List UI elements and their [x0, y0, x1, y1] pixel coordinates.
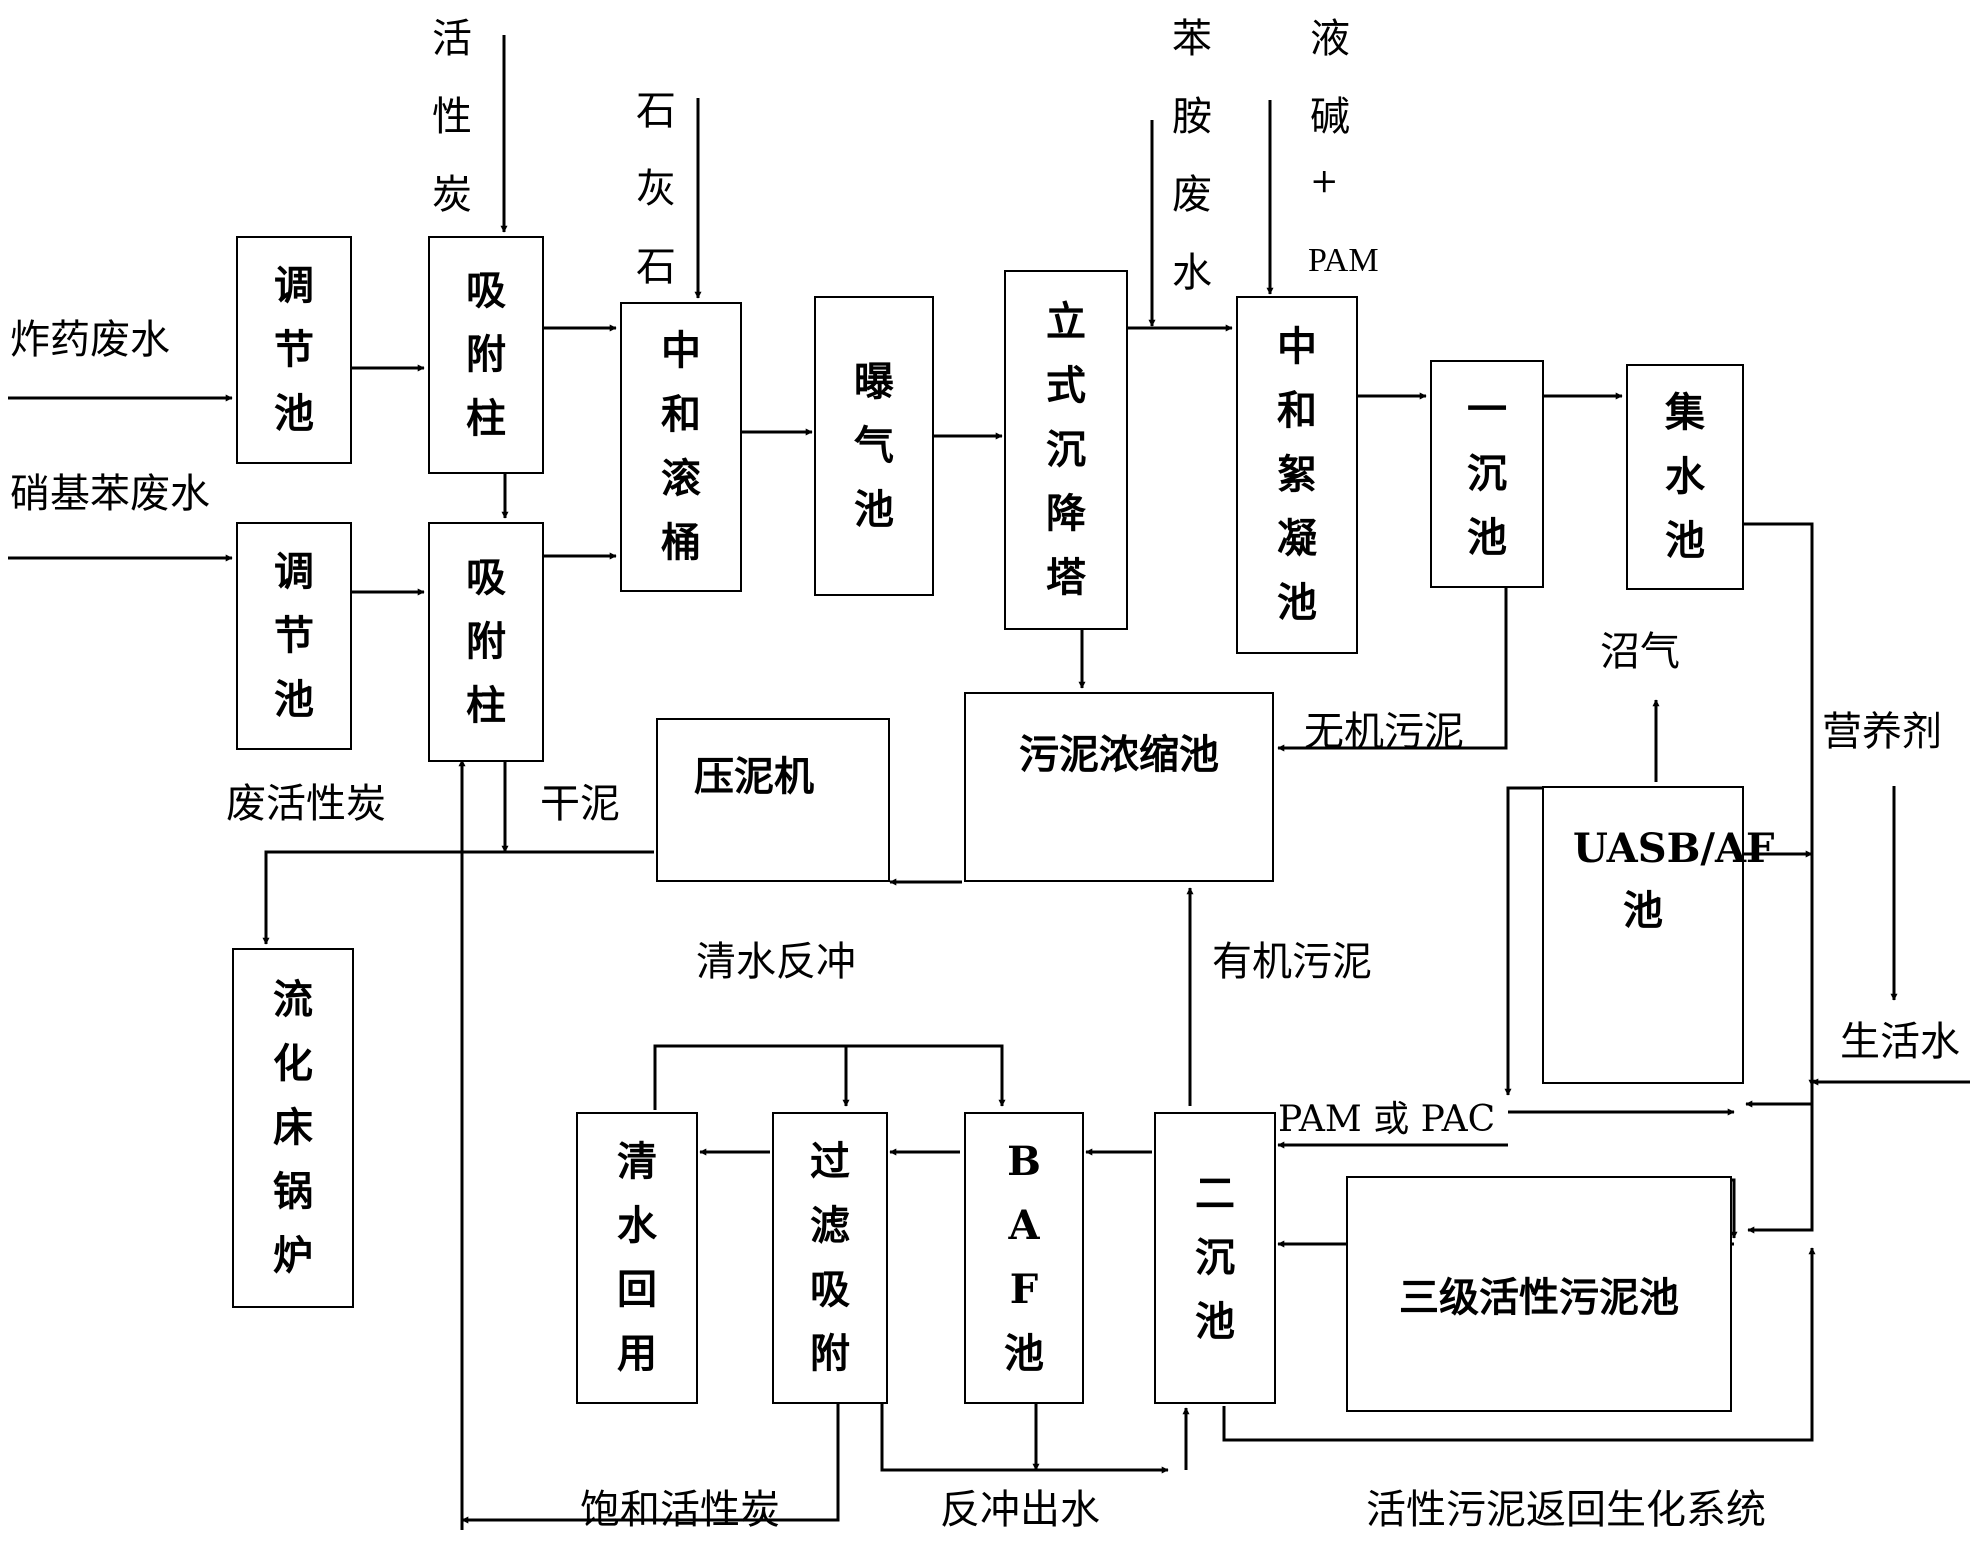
vertical-settling-tower: 立式沉降塔 — [1004, 270, 1128, 630]
clean-water-reuse: 清水回用 — [576, 1112, 698, 1404]
label-explosive-wastewater: 炸药废水 — [10, 317, 170, 363]
tertiary-activated-sludge-tank: 三级活性污泥池 — [1346, 1176, 1732, 1412]
label-aniline-wastewater: 苯胺废水 — [1172, 16, 1212, 296]
label-nutrient: 营养剂 — [1822, 709, 1942, 755]
label-activated-carbon: 活性炭 — [432, 16, 472, 218]
label-inorganic-sludge: 无机污泥 — [1304, 709, 1464, 755]
arrow-jishui-to-mixer — [1744, 522, 1816, 1087]
sludge-thickening-tank: 污泥浓缩池 — [964, 692, 1274, 882]
label-dry-sludge: 干泥 — [540, 781, 620, 827]
filtration-adsorption: 过滤吸附 — [772, 1112, 888, 1404]
label-nitrobenzene-wastewater: 硝基苯废水 — [10, 471, 210, 517]
arrow-yichen-to-nongsuo — [1277, 588, 1508, 752]
arrow-saturated-carbon-left — [461, 1404, 840, 1524]
label-clean-water-backwash: 清水反冲 — [696, 939, 856, 985]
filter-press: 压泥机 — [656, 718, 890, 882]
label-pam: PAM — [1308, 242, 1379, 279]
label-limestone: 石灰石 — [636, 88, 676, 290]
label-waste-activated-carbon: 废活性炭 — [226, 781, 386, 827]
label-pam-or-pac: PAM 或 PAC — [1278, 1099, 1496, 1140]
aeration-tank: 曝气池 — [814, 296, 934, 596]
regulating-tank-1: 调节池 — [236, 236, 352, 464]
collection-tank: 集水池 — [1626, 364, 1744, 590]
label-backwash-outflow: 反冲出水 — [940, 1487, 1100, 1533]
baf-tank: BAF池 — [964, 1112, 1084, 1404]
arrow-waste-carbon-to-boiler — [262, 850, 654, 945]
uasb-af-tank: UASB/AF池 — [1542, 786, 1774, 1084]
arrow-backwash-to-baf — [653, 1044, 1006, 1110]
label-lye: 液碱 — [1310, 16, 1350, 140]
neutralization-drum: 中和滚桶 — [620, 302, 742, 592]
arrow-sludge-return — [1222, 1247, 1816, 1442]
neutralization-flocculation-tank: 中和絮凝池 — [1236, 296, 1358, 654]
adsorption-column-1: 吸附柱 — [428, 236, 544, 474]
label-biogas: 沼气 — [1600, 629, 1680, 675]
label-domestic-water: 生活水 — [1840, 1019, 1960, 1065]
label-plus: + — [1310, 161, 1339, 201]
primary-clarifier: 一沉池 — [1430, 360, 1544, 588]
adsorption-column-2: 吸附柱 — [428, 522, 544, 762]
arrow-mixer-back — [1745, 1080, 1814, 1108]
arrow-backwash-out — [880, 1404, 1169, 1474]
secondary-clarifier: 二沉池 — [1154, 1112, 1276, 1404]
label-saturated-carbon: 饱和活性炭 — [580, 1487, 780, 1533]
fluidized-bed-boiler: 流化床锅炉 — [232, 948, 354, 1308]
regulating-tank-2: 调节池 — [236, 522, 352, 750]
label-organic-sludge: 有机污泥 — [1212, 939, 1372, 985]
arrow-mixer-to-sanji — [1747, 1082, 1814, 1234]
label-sludge-return: 活性污泥返回生化系统 — [1366, 1487, 1766, 1533]
